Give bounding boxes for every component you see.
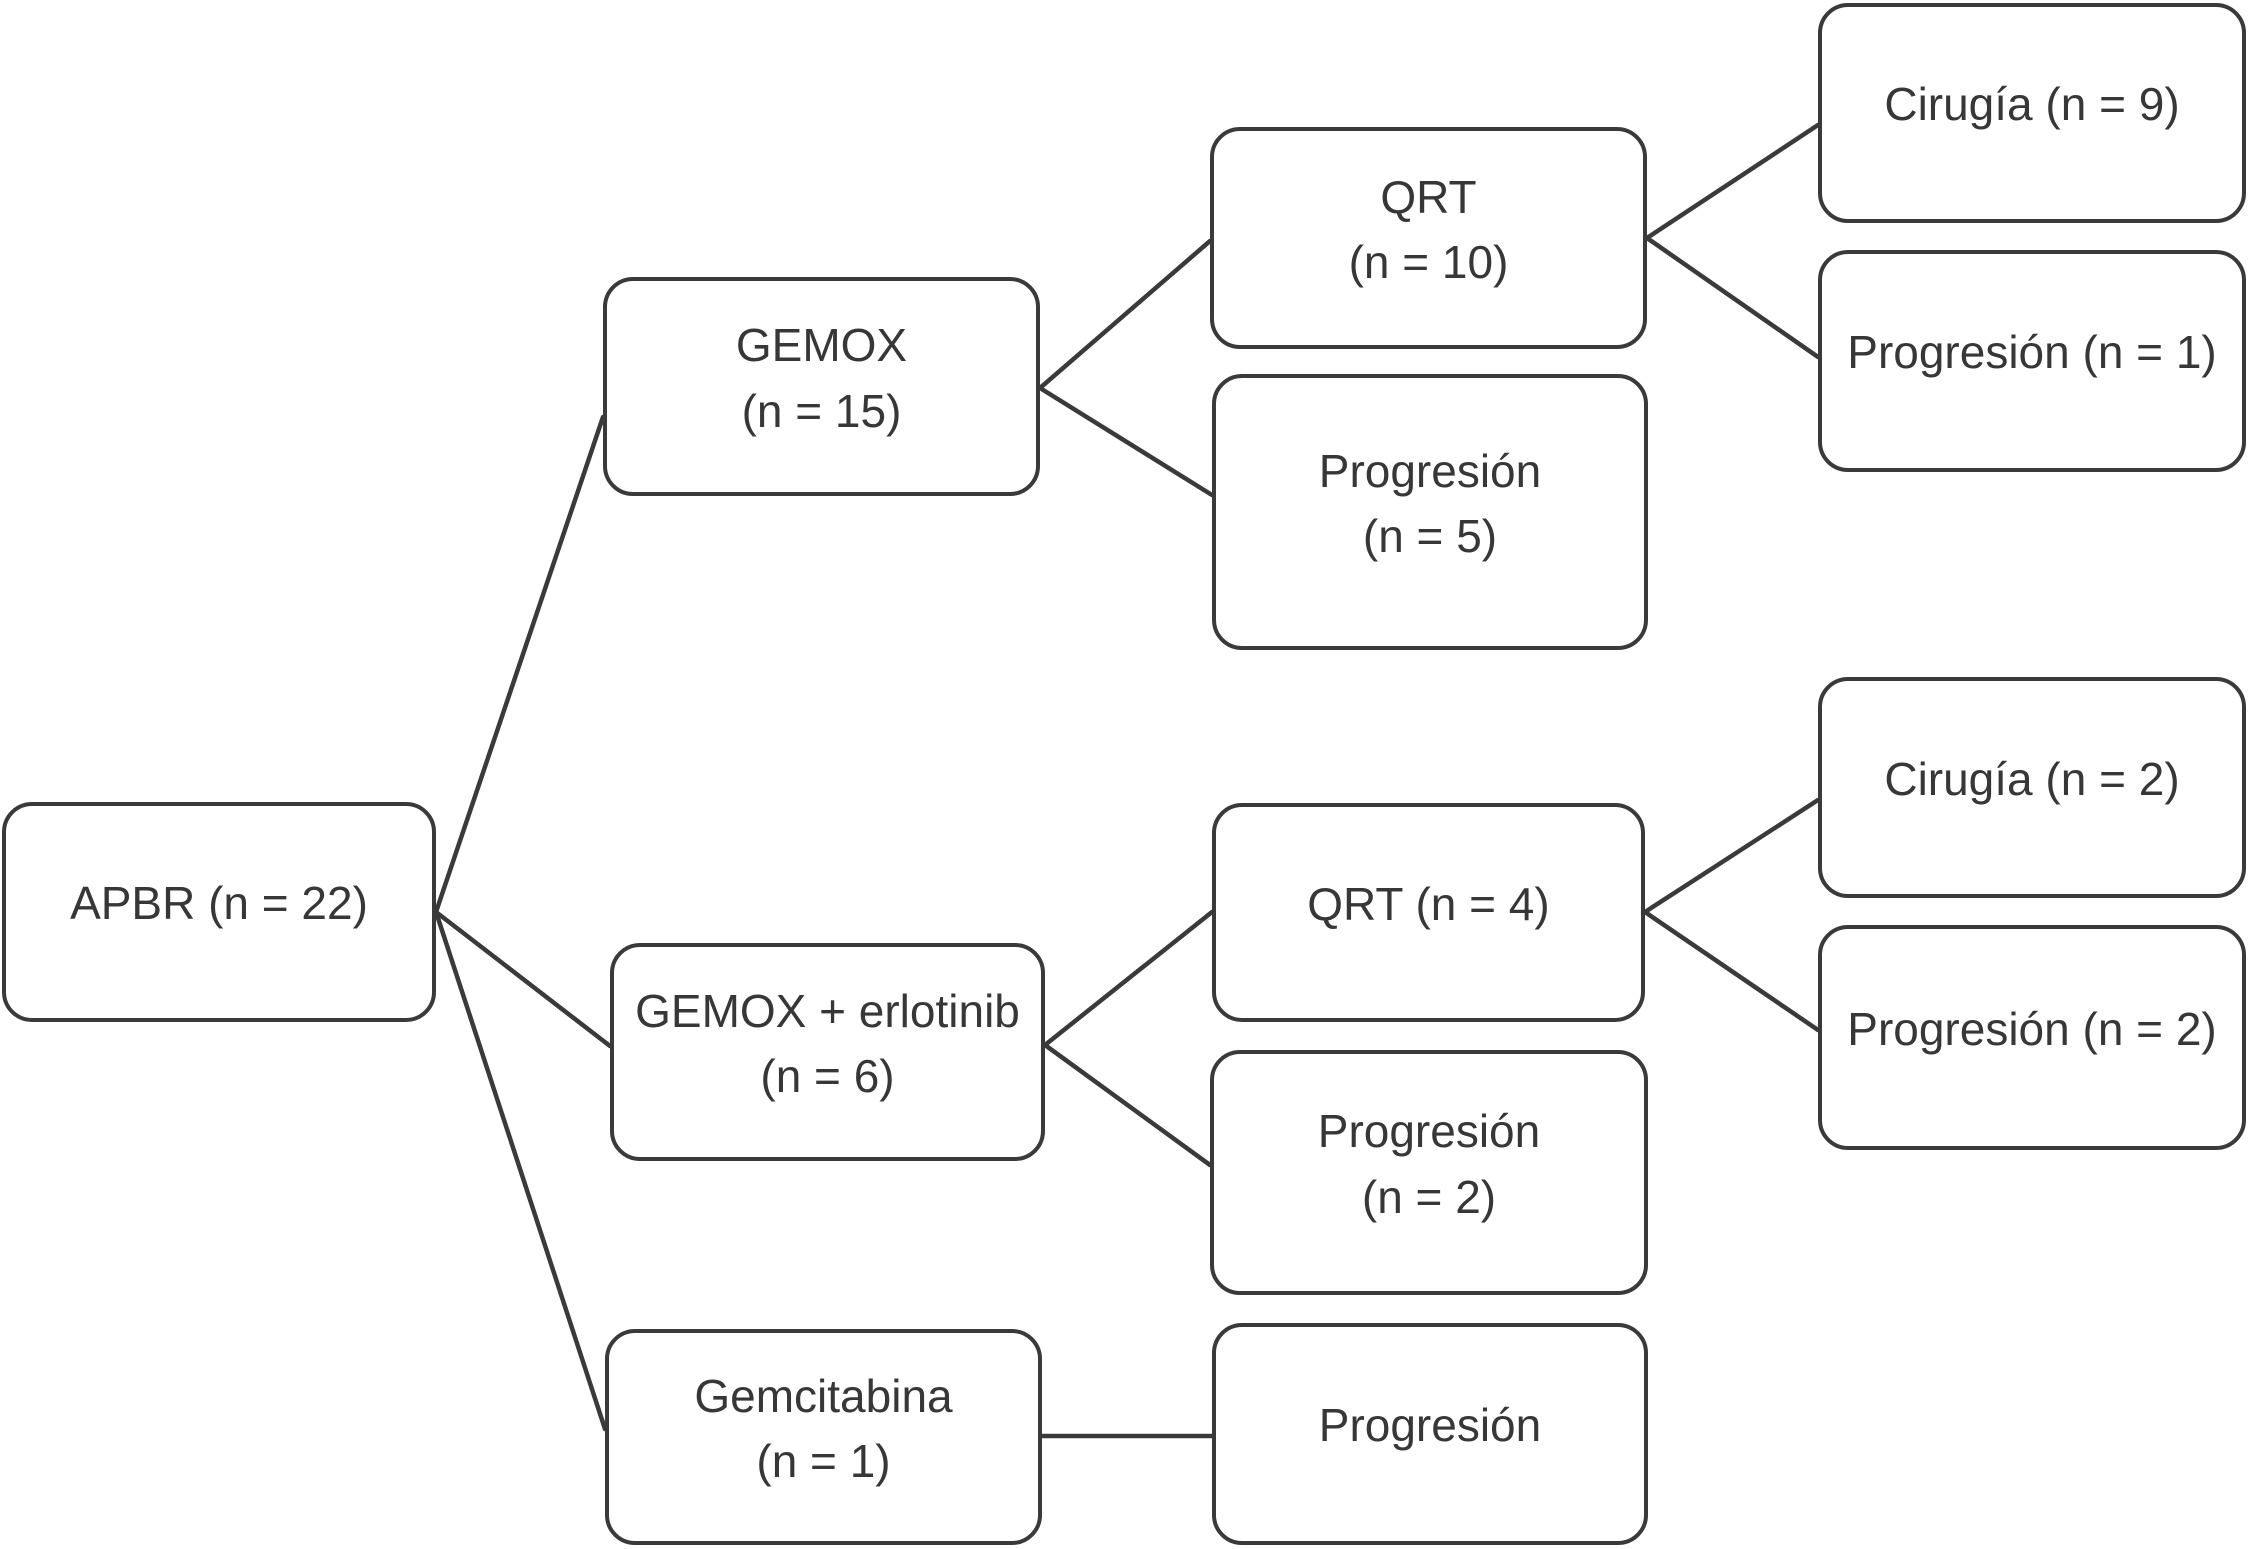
node-label: Progresión (n = 1) <box>1847 320 2216 401</box>
node-label-line: (n = 1) <box>756 1435 891 1487</box>
node-progresion-1: Progresión (n = 1) <box>1818 250 2246 472</box>
node-label-line: Progresión <box>1317 1105 1541 1158</box>
node-label-line: GEMOX + erlotinib <box>635 984 1020 1037</box>
node-gemox: GEMOX (n = 15) <box>603 277 1040 496</box>
edge-qrt-10-to-progresion-1 <box>1644 235 1821 360</box>
node-label-line: Progresión <box>1318 444 1542 497</box>
node-progresion-final: Progresión <box>1212 1323 1648 1545</box>
edge-apbr-to-gemox-erlotinib <box>433 909 613 1049</box>
node-label: QRT (n = 4) <box>1307 872 1549 953</box>
node-label-line: (n = 10) <box>1348 236 1509 288</box>
node-label-line: Progresión (n = 1) <box>1847 326 2217 379</box>
node-label: Progresión (n = 2) <box>1318 1099 1540 1246</box>
node-label: Cirugía (n = 9) <box>1884 72 2179 153</box>
node-label: APBR (n = 22) <box>70 871 368 952</box>
node-label: GEMOX + erlotinib (n = 6) <box>635 979 1020 1126</box>
edge-qrt-4-to-progresion-2-right <box>1642 909 1821 1033</box>
node-label-line: APBR (n = 22) <box>70 877 368 930</box>
node-label-line: QRT <box>1380 170 1477 223</box>
node-label-line: GEMOX <box>735 319 908 372</box>
edge-gemox-to-qrt-10 <box>1037 238 1213 391</box>
node-label: GEMOX (n = 15) <box>736 313 907 460</box>
edge-gemox-to-progresion-5 <box>1037 385 1215 498</box>
edge-apbr-to-gemox <box>433 414 606 915</box>
edge-gemox-erlotinib-to-progresion-2-mid <box>1042 1042 1213 1168</box>
node-label: Progresión <box>1319 1393 1541 1474</box>
node-label-line: (n = 15) <box>741 384 902 437</box>
node-label: Progresión (n = 2) <box>1847 997 2216 1078</box>
node-label: QRT (n = 10) <box>1349 165 1509 312</box>
node-qrt-10: QRT (n = 10) <box>1210 127 1647 349</box>
node-qrt-4: QRT (n = 4) <box>1212 803 1645 1022</box>
edge-apbr-to-gemcitabina <box>433 909 608 1432</box>
node-cirugia-2: Cirugía (n = 2) <box>1818 677 2246 898</box>
edge-qrt-4-to-cirugia-2 <box>1642 797 1821 915</box>
edge-qrt-10-to-cirugia-9 <box>1644 122 1821 241</box>
node-label-line: Cirugía (n = 9) <box>1884 78 2180 131</box>
node-label-line: Progresión (n = 2) <box>1847 1002 2217 1055</box>
node-label-line: Cirugía (n = 2) <box>1884 752 2180 805</box>
node-progresion-2-right: Progresión (n = 2) <box>1818 925 2246 1150</box>
node-gemox-erlotinib: GEMOX + erlotinib (n = 6) <box>610 943 1045 1161</box>
node-label-line: (n = 2) <box>1361 1170 1497 1223</box>
node-progresion-5: Progresión (n = 5) <box>1212 374 1648 650</box>
node-gemcitabina: Gemcitabina (n = 1) <box>605 1329 1042 1545</box>
edge-gemox-erlotinib-to-qrt-4 <box>1042 909 1215 1048</box>
node-cirugia-9: Cirugía (n = 9) <box>1818 3 2246 223</box>
node-label-line: QRT (n = 4) <box>1307 877 1550 930</box>
node-label-line: (n = 6) <box>760 1050 895 1102</box>
node-label-line: Progresión <box>1318 1399 1542 1452</box>
node-apbr: APBR (n = 22) <box>2 802 436 1022</box>
node-label: Cirugía (n = 2) <box>1884 747 2179 828</box>
node-label-line: Gemcitabina <box>694 1369 953 1422</box>
node-label: Progresión (n = 5) <box>1319 439 1541 586</box>
node-label: Gemcitabina (n = 1) <box>694 1364 952 1511</box>
node-label-line: (n = 5) <box>1362 510 1498 562</box>
node-progresion-2-mid: Progresión (n = 2) <box>1210 1050 1648 1295</box>
